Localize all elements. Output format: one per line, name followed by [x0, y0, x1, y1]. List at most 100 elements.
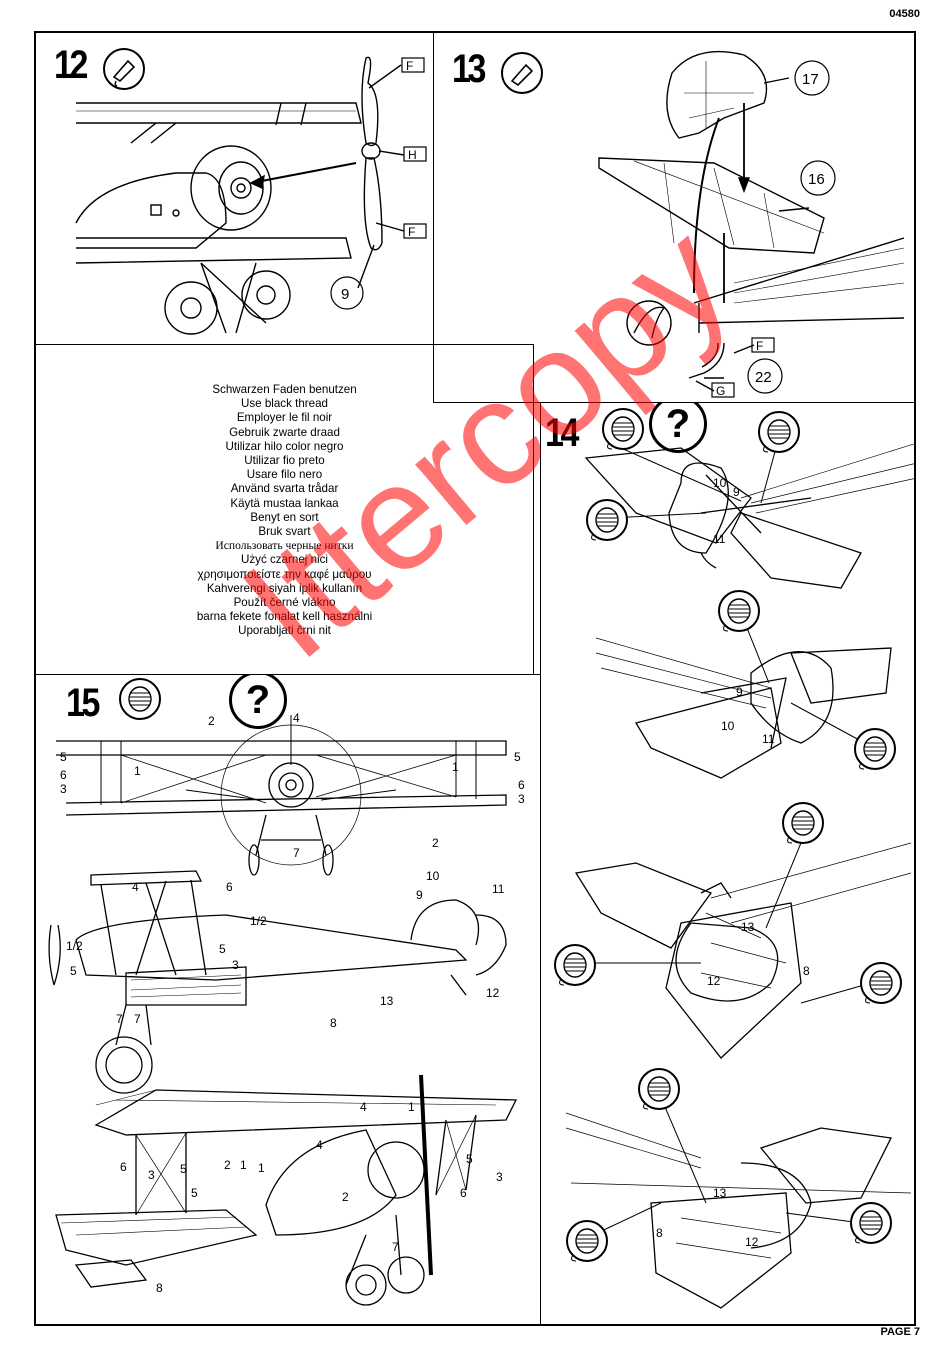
thread-spool-icon	[638, 1068, 680, 1110]
thread-note-line: Use black thread	[241, 397, 328, 411]
part-label: 12	[707, 974, 721, 988]
question-icon: ?	[649, 402, 707, 453]
part-label: 4	[316, 1138, 323, 1152]
thread-note-line: Использовать черные нитки	[215, 539, 354, 553]
part-label: 3	[232, 958, 239, 972]
thread-note-line: Käytä mustaa lankaa	[230, 496, 339, 510]
part-label: 5	[70, 964, 77, 978]
part-label: 2	[208, 714, 215, 728]
part-label: 5	[466, 1152, 473, 1166]
part-label: 4	[360, 1100, 367, 1114]
part-label: 7	[116, 1012, 123, 1026]
part-label: 5	[191, 1186, 198, 1200]
part-label: 11	[492, 882, 505, 896]
thread-spool-icon	[758, 411, 800, 453]
label-g: G	[716, 384, 725, 398]
glue-icon	[501, 52, 543, 94]
part-label: 5	[219, 942, 226, 956]
part-label: 8	[656, 1226, 663, 1240]
part-label: 7	[392, 1240, 399, 1254]
thread-note-line: Użyć czarnej nici	[241, 553, 328, 567]
thread-note-line: Gebruik zwarte draad	[229, 425, 340, 439]
question-icon: ?	[229, 675, 287, 729]
thread-spool-icon	[860, 962, 902, 1004]
part-label: 11	[713, 532, 726, 546]
part-label: 1	[134, 764, 141, 778]
thread-note-line: Utilizar hilo color negro	[225, 439, 344, 453]
part-label: 13	[713, 1186, 727, 1200]
thread-spool-icon	[854, 728, 896, 770]
part-label: 8	[156, 1281, 163, 1295]
thread-note-line: Použít černé vlákno	[233, 596, 336, 610]
thread-note-line: Usare filo nero	[246, 468, 323, 482]
part-label: 1	[240, 1158, 247, 1172]
part-label: 2	[342, 1190, 349, 1204]
thread-note-panel: Schwarzen Faden benutzen Use black threa…	[34, 344, 534, 675]
part-22-label: 22	[755, 369, 772, 386]
thread-note-text: Schwarzen Faden benutzen Use black threa…	[36, 383, 533, 639]
thread-note-line: Kahverengi siyah iplik kullanın	[206, 581, 363, 595]
part-label: 6	[518, 778, 525, 792]
part-label: 3	[518, 792, 525, 806]
step-12-illustration: F H F 9	[75, 56, 427, 335]
part-label: 1	[408, 1100, 415, 1114]
part-label: 7	[134, 1012, 141, 1026]
part-16-label: 16	[808, 171, 825, 188]
step-15-number: 15	[66, 681, 100, 725]
thread-spool-icon	[718, 590, 760, 632]
thread-spool-icon	[602, 408, 644, 450]
part-label: 3	[496, 1170, 503, 1184]
thread-spool-icon	[850, 1202, 892, 1244]
step-12-number: 12	[54, 43, 88, 87]
part-label: 5	[60, 750, 67, 764]
step-14-illustration: 9 10 11 9 10 11 13 12 8 13 8 12	[554, 408, 914, 1309]
part-label: 11	[762, 732, 775, 746]
part-label: 8	[803, 964, 810, 978]
part-label: 3	[60, 782, 67, 796]
part-label: 10	[713, 476, 727, 490]
part-label: 1	[258, 1161, 265, 1175]
thread-spool-icon	[586, 499, 628, 541]
step-13-number: 13	[452, 47, 486, 91]
part-label: 10	[426, 869, 440, 883]
part-label: 2	[432, 836, 439, 850]
part-label: 2	[224, 1158, 231, 1172]
label-f-top: F	[406, 59, 413, 73]
part-label: 5	[180, 1162, 187, 1176]
part-label: 6	[226, 880, 233, 894]
thread-note-line: Uporabljati črni nit	[238, 624, 331, 638]
part-label: 9	[416, 888, 423, 902]
part-label: 12	[486, 986, 500, 1000]
part-label: 13	[380, 994, 394, 1008]
thread-spool-icon	[119, 678, 161, 720]
part-label: 3	[148, 1168, 155, 1182]
part-label: 1/2	[250, 914, 267, 928]
part-label: 4	[132, 880, 139, 894]
thread-note-line: Employer le fil noir	[236, 411, 333, 425]
part-label: 12	[745, 1235, 759, 1249]
question-mark: ?	[665, 402, 691, 446]
document-code: 04580	[889, 8, 920, 20]
thread-spool-icon	[554, 944, 596, 986]
thread-spool-icon	[782, 802, 824, 844]
part-label: 1	[452, 760, 459, 774]
step-13-illustration: 17 16 F G 22	[598, 50, 905, 398]
part-label: 9	[733, 485, 740, 499]
part-label: 7	[293, 846, 300, 860]
thread-note-line: barna fekete fonalat kell használni	[196, 610, 373, 624]
label-h: H	[408, 148, 417, 162]
part-label: 10	[721, 719, 735, 733]
step-14-panel: 14 ?	[540, 402, 916, 1326]
label-f-bottom: F	[408, 225, 415, 239]
step-14-number: 14	[545, 411, 579, 455]
part-label: 1/2	[66, 939, 83, 953]
thread-note-line: Bruk svart	[258, 525, 311, 539]
part-label: 13	[741, 920, 755, 934]
part-label: 8	[330, 1016, 337, 1030]
page-number: PAGE 7	[880, 1326, 920, 1338]
part-label: 9	[736, 685, 743, 699]
part-17-label: 17	[802, 71, 819, 88]
label-f: F	[756, 339, 763, 353]
part-label: 5	[514, 750, 521, 764]
thread-spool-icon	[566, 1220, 608, 1262]
